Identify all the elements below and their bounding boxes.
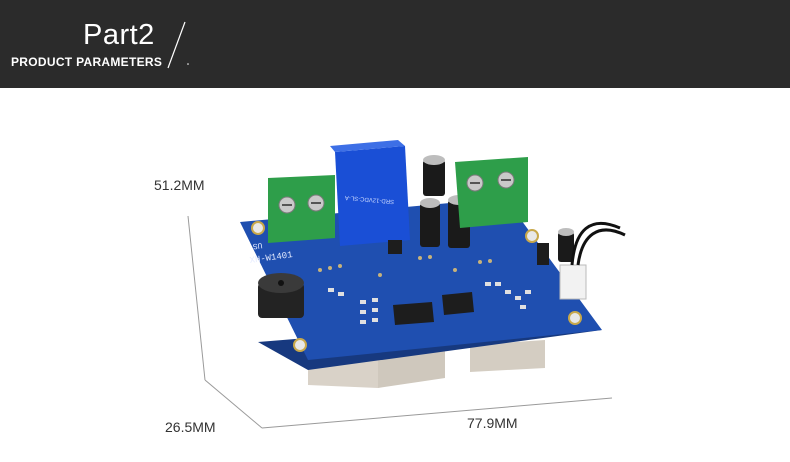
relay: [335, 146, 410, 246]
depth-dimension-label: 26.5MM: [165, 419, 216, 435]
ic-chip: [393, 302, 434, 325]
terminal-block-left: [268, 175, 335, 243]
transistor: [537, 243, 549, 265]
depth-guide-line: [204, 379, 263, 429]
capacitor: [558, 232, 574, 262]
mount-hole: [568, 311, 582, 325]
buzzer: [258, 283, 304, 318]
mount-hole: [251, 221, 265, 235]
section-title: Part2: [83, 19, 155, 51]
display-block-right: [470, 340, 545, 372]
mount-hole: [525, 229, 539, 243]
slash-divider-icon: [167, 21, 189, 69]
height-dimension-label: 51.2MM: [154, 177, 205, 193]
capacitor: [420, 203, 440, 247]
ic-chip: [442, 292, 474, 315]
terminal-block-right: [455, 157, 528, 228]
pcb-board: [240, 198, 602, 360]
width-guide-line: [261, 397, 613, 429]
transistor: [388, 240, 402, 254]
height-guide-line: [187, 215, 206, 381]
mount-hole: [293, 338, 307, 352]
header-bar: Part2 PRODUCT PARAMETERS: [0, 0, 790, 88]
sensor-connector: [559, 264, 587, 300]
section-subtitle: PRODUCT PARAMETERS: [11, 55, 163, 69]
sensor-wire: [570, 221, 621, 266]
solder-pads: [318, 255, 492, 277]
terminal-label-text: US: [252, 240, 263, 250]
width-dimension-label: 77.9MM: [467, 415, 518, 431]
capacitor: [423, 160, 445, 196]
relay-label-text: SRD-12VDC-SL-A: [345, 194, 395, 204]
smd-components: [328, 282, 531, 324]
